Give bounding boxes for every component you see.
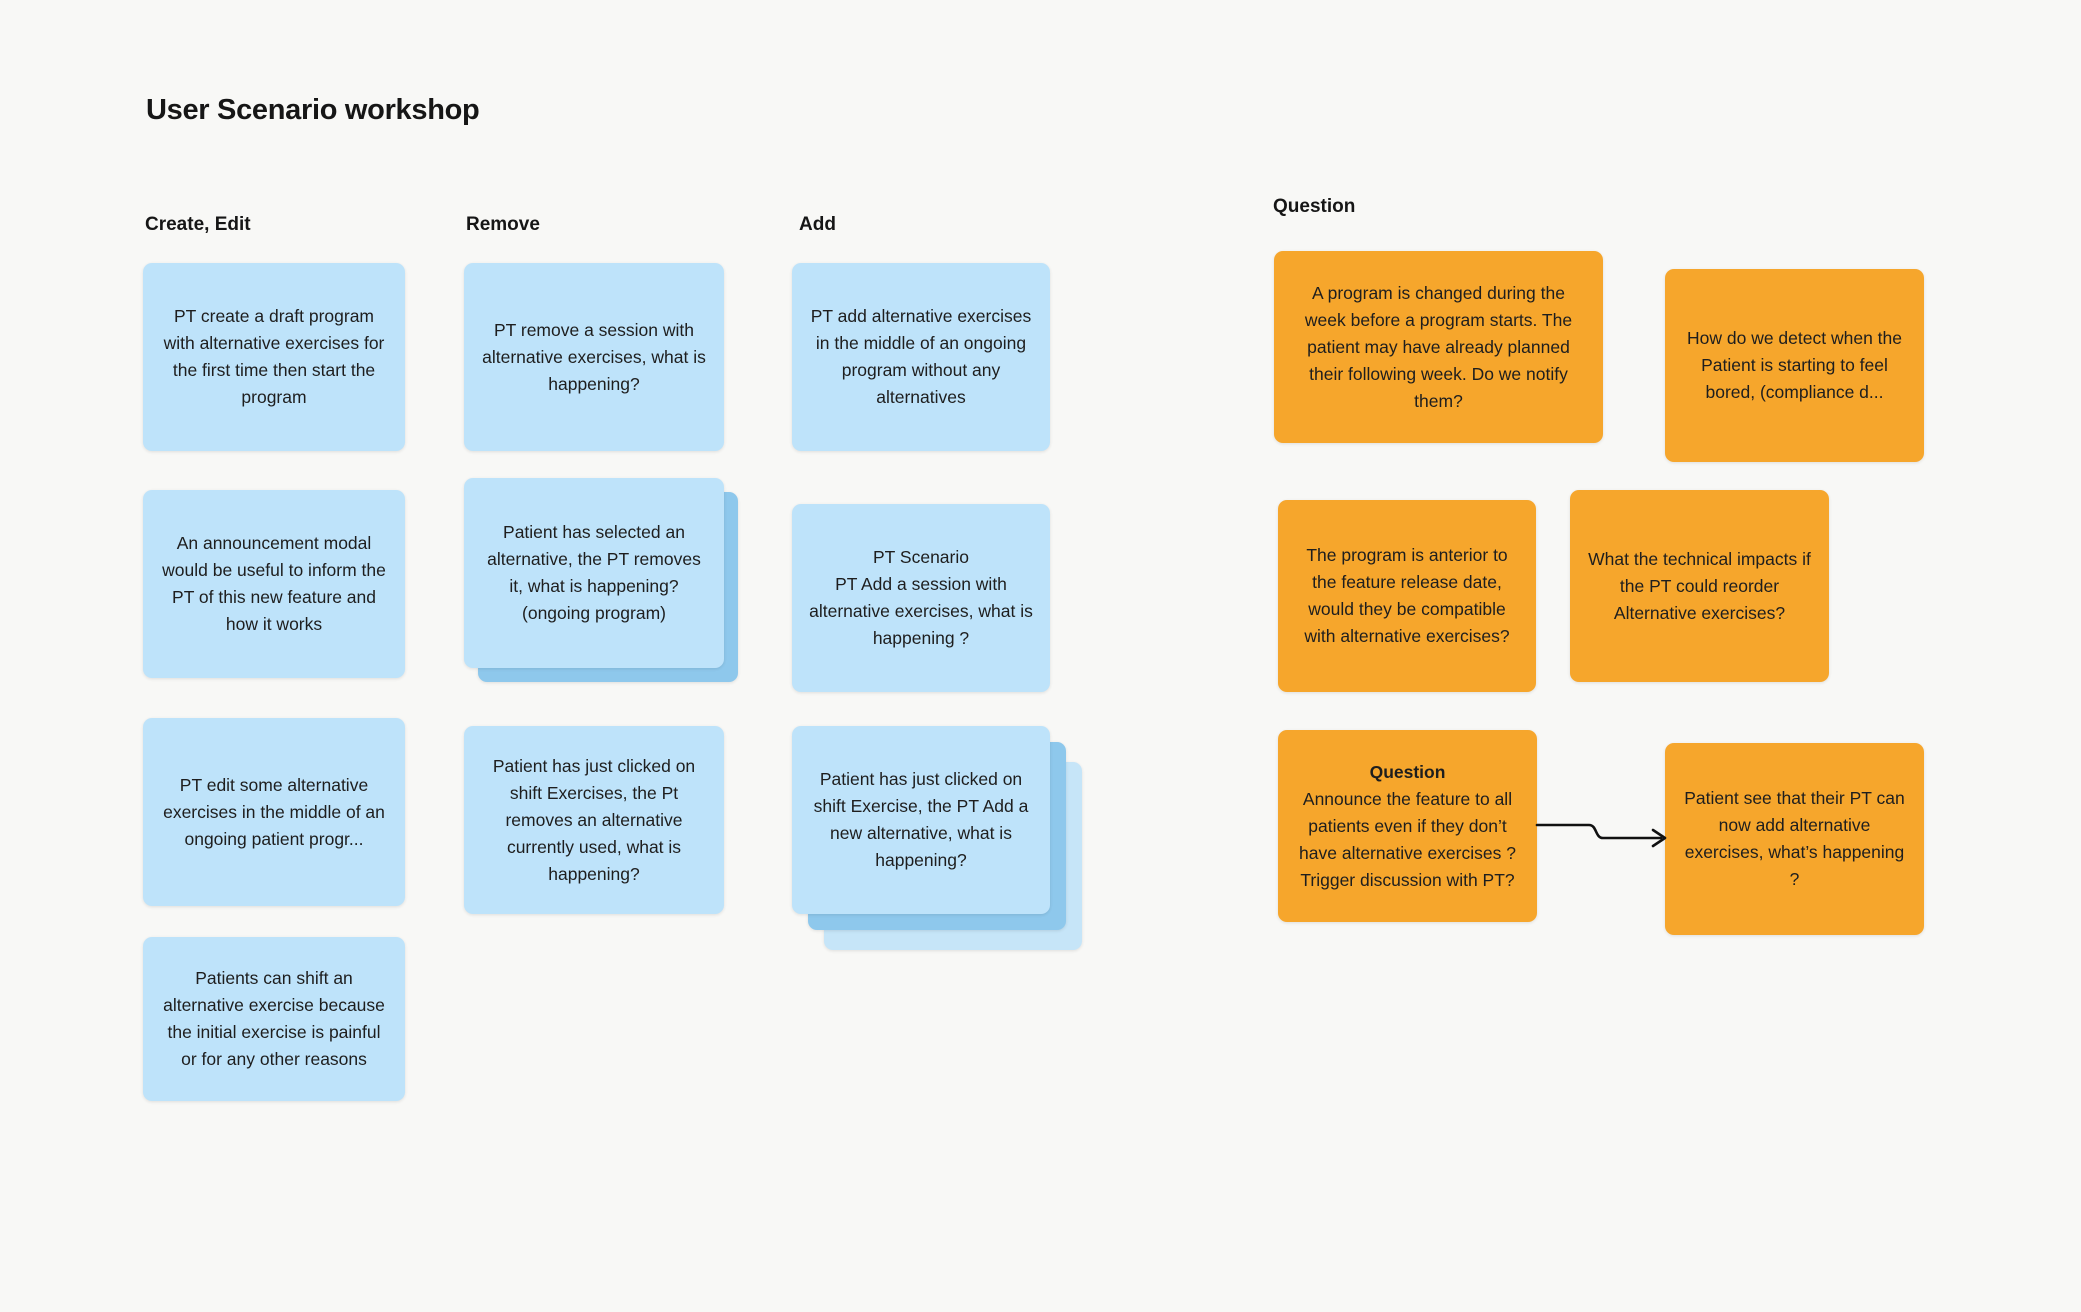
sticky-note-pt-scenario-add-session[interactable]: PT Scenario PT Add a session with altern… [792,504,1050,692]
sticky-note-text: PT Scenario PT Add a session with altern… [809,547,1033,648]
sticky-note-announcement-modal[interactable]: An announcement modal would be useful to… [143,490,405,678]
column-header-remove[interactable]: Remove [466,214,540,235]
sticky-note-add-alternative-exercises[interactable]: PT add alternative exercises in the midd… [792,263,1050,451]
sticky-note-shift-exercises-removes[interactable]: Patient has just clicked on shift Exerci… [464,726,724,914]
sticky-note-text: Patients can shift an alternative exerci… [163,968,385,1069]
sticky-note-text: PT create a draft program with alternati… [163,306,385,407]
sticky-note-text: What the technical impacts if the PT cou… [1588,548,1811,623]
column-header-create-edit[interactable]: Create, Edit [145,214,251,235]
sticky-note-program-changed-week-before[interactable]: A program is changed during the week bef… [1274,251,1603,443]
sticky-note-title: Question [1369,761,1446,782]
sticky-note-text: Patient has just clicked on shift Exerci… [813,769,1029,870]
sticky-note-text: Patient has selected an alternative, the… [487,522,701,623]
sticky-note-text: How do we detect when the Patient is sta… [1687,328,1902,402]
sticky-note-detect-patient-bored[interactable]: How do we detect when the Patient is sta… [1665,269,1924,462]
sticky-note-text: An announcement modal would be useful to… [162,533,386,634]
connector-arrow[interactable] [1535,808,1675,852]
sticky-note-text: PT remove a session with alternative exe… [482,319,706,394]
sticky-note-shift-exercise-add-alternative[interactable]: Patient has just clicked on shift Exerci… [792,726,1050,914]
sticky-note-text: The program is anterior to the feature r… [1304,545,1510,646]
column-header-question[interactable]: Question [1273,196,1356,217]
sticky-note-remove-session[interactable]: PT remove a session with alternative exe… [464,263,724,451]
sticky-note-create-draft-program[interactable]: PT create a draft program with alternati… [143,263,405,451]
sticky-note-text: Patient see that their PT can now add al… [1684,788,1905,889]
sticky-note-text: Patient has just clicked on shift Exerci… [492,755,696,884]
sticky-note-edit-alternative-exercises[interactable]: PT edit some alternative exercises in th… [143,718,405,906]
sticky-note-text: A program is changed during the week bef… [1304,282,1573,411]
sticky-note-text: Announce the feature to all patients eve… [1299,788,1516,890]
sticky-note-patient-selected-alternative[interactable]: Patient has selected an alternative, the… [464,478,724,668]
sticky-note-patients-can-shift[interactable]: Patients can shift an alternative exerci… [143,937,405,1101]
board-title[interactable]: User Scenario workshop [146,94,480,126]
sticky-note-announce-feature[interactable]: Question Announce the feature to all pat… [1278,730,1537,922]
sticky-note-program-anterior-release[interactable]: The program is anterior to the feature r… [1278,500,1536,692]
sticky-note-text: PT add alternative exercises in the midd… [810,306,1032,407]
sticky-note-patient-see-pt-add[interactable]: Patient see that their PT can now add al… [1665,743,1924,935]
column-header-add[interactable]: Add [799,214,836,235]
sticky-note-technical-impacts-reorder[interactable]: What the technical impacts if the PT cou… [1570,490,1829,682]
sticky-note-text: PT edit some alternative exercises in th… [163,774,385,849]
